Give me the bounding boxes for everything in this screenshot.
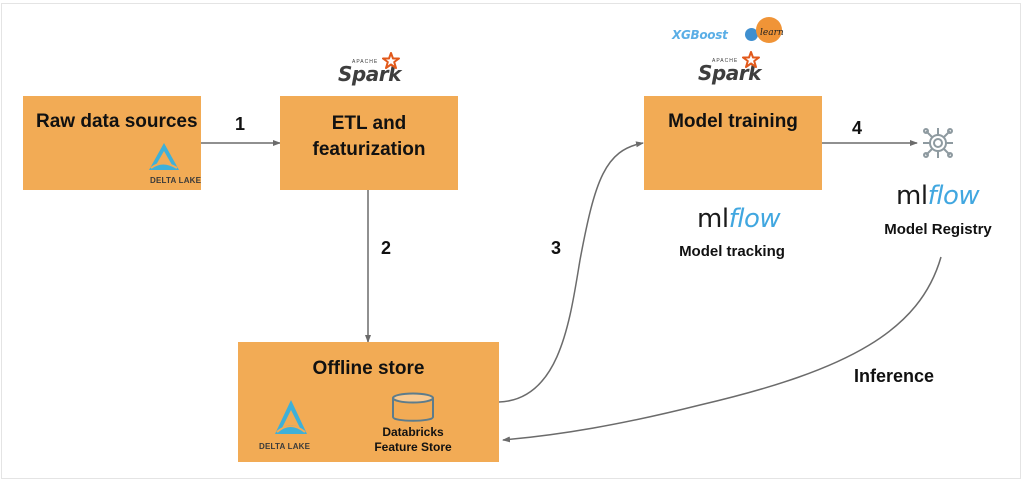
- mlflow-logo-tracking: mlflow: [697, 203, 781, 234]
- edge-3-arrow: [498, 141, 644, 403]
- edge-1-label: 1: [235, 114, 246, 134]
- scikit-learn-text: learn: [760, 28, 784, 38]
- scikit-learn-logo: learn: [742, 17, 792, 47]
- mlflow-logo-registry: mlflow: [896, 180, 980, 211]
- spark-apache-label: APACHE: [712, 58, 739, 64]
- scikit-blue-circle-icon: [745, 28, 758, 41]
- delta-lake-label: DELTA LAKE: [150, 176, 202, 185]
- model-registry-node-icon: [923, 128, 953, 158]
- edge-inference-label: Inference: [854, 366, 935, 386]
- mlflow-flow-text: flow: [927, 181, 980, 211]
- delta-lake-icon: [275, 400, 307, 434]
- feature-store-label-1: Databricks: [382, 425, 444, 439]
- model-tracking-caption: Model tracking: [679, 243, 785, 260]
- node-etl-featurization[interactable]: ETL and featurization: [280, 96, 458, 190]
- spark-logo-text: Spark: [698, 61, 761, 85]
- delta-lake-label: DELTA LAKE: [259, 442, 311, 451]
- spark-apache-label: APACHE: [352, 59, 379, 65]
- node-model-training[interactable]: Model training: [644, 96, 822, 190]
- edge-inference-arrow: [502, 256, 942, 443]
- edge-3-label: 3: [551, 238, 562, 258]
- edge-4-label: 4: [852, 118, 863, 138]
- model-registry-caption: Model Registry: [884, 221, 992, 238]
- delta-lake-icon: [149, 143, 179, 170]
- scikit-orange-circle-icon: [756, 17, 782, 43]
- node-offline-store-title: Offline store: [312, 358, 425, 379]
- diagram-frame: [1, 3, 1021, 479]
- spark-logo-text: Spark: [338, 62, 401, 86]
- node-raw-data-title: Raw data sources: [36, 111, 198, 132]
- xgboost-logo: XGBoost: [672, 28, 728, 42]
- spark-logo: APACHE Spark: [698, 51, 761, 85]
- database-icon: [392, 392, 434, 422]
- node-raw-data-sources[interactable]: Raw data sources DELTA LAKE: [23, 96, 201, 190]
- spark-star-icon: [382, 52, 400, 69]
- spark-logo: APACHE Spark: [338, 52, 401, 86]
- edge-2-label: 2: [381, 238, 392, 258]
- mlflow-flow-text: flow: [728, 204, 781, 234]
- spark-star-icon: [742, 51, 760, 68]
- mlflow-ml-text: ml: [697, 204, 729, 234]
- node-model-training-title: Model training: [668, 111, 798, 132]
- mlflow-ml-text: ml: [896, 181, 928, 211]
- node-offline-store[interactable]: Offline store DELTA LAKE Databricks Feat…: [238, 342, 499, 462]
- feature-store-label-2: Feature Store: [374, 440, 452, 454]
- node-etl-title: ETL and featurization: [312, 113, 426, 160]
